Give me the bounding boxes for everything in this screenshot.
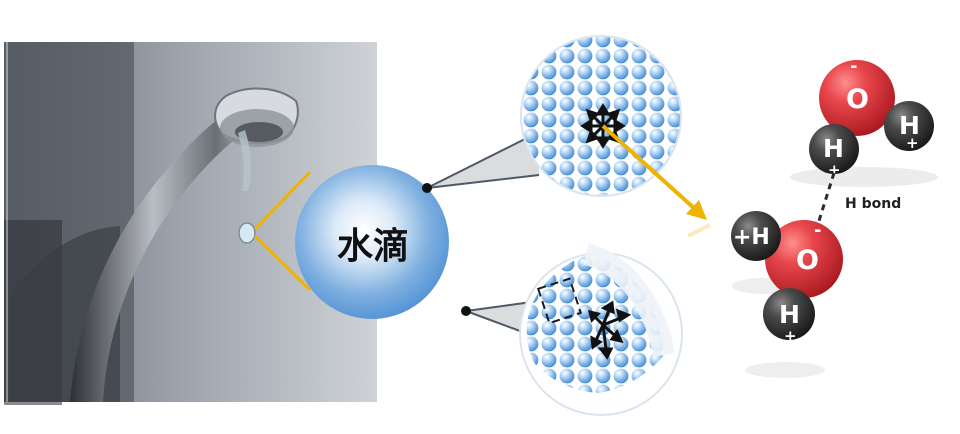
vibration-arrows-bottom [587,300,632,360]
lower-oxygen-charge: - [814,220,821,241]
large-water-drop: 水滴 [295,165,449,319]
transition-arrow [601,124,711,238]
lower-hydrogen-left [731,211,781,261]
drop-label: 水滴 [337,226,409,267]
upper-hydrogen-right [884,101,934,151]
bottom-zoom-dot [461,306,471,316]
lower-hydrogen-bottom [763,288,815,340]
top-zoom-dot [422,183,432,193]
upper-hydrogen-left-label: H [823,134,844,163]
hydrogen-bond-label: H bond [845,196,901,212]
lower-oxygen-atom [765,220,843,298]
upper-oxygen-atom [819,60,895,136]
upper-oxygen-charge: - [850,56,857,77]
upper-water-molecule: O - H + H + [809,56,934,179]
upper-hydrogen-left-charge: + [828,161,841,179]
bottom-molecule-cluster [519,243,683,416]
upper-oxygen-label: O [846,84,869,115]
lower-hydrogen-bottom-label: H [779,300,800,329]
dashed-box [536,277,582,325]
drop-connector-lines [253,170,312,292]
upper-hydrogen-right-charge: + [906,134,919,152]
lower-oxygen-label: O [796,245,819,276]
upper-hydrogen-left [809,124,859,174]
top-molecule-cluster [520,35,682,197]
hydrogen-bond-line [816,172,836,225]
zoom-callouts [422,131,540,339]
water-molecules: O - H + H + H bond O - +H H + [731,56,938,378]
lower-hydrogen-left-label: +H [733,225,770,250]
lower-water-molecule: O - +H H + [731,211,843,345]
upper-hydrogen-right-label: H [899,111,920,140]
lower-hydrogen-bottom-charge: + [784,327,797,345]
